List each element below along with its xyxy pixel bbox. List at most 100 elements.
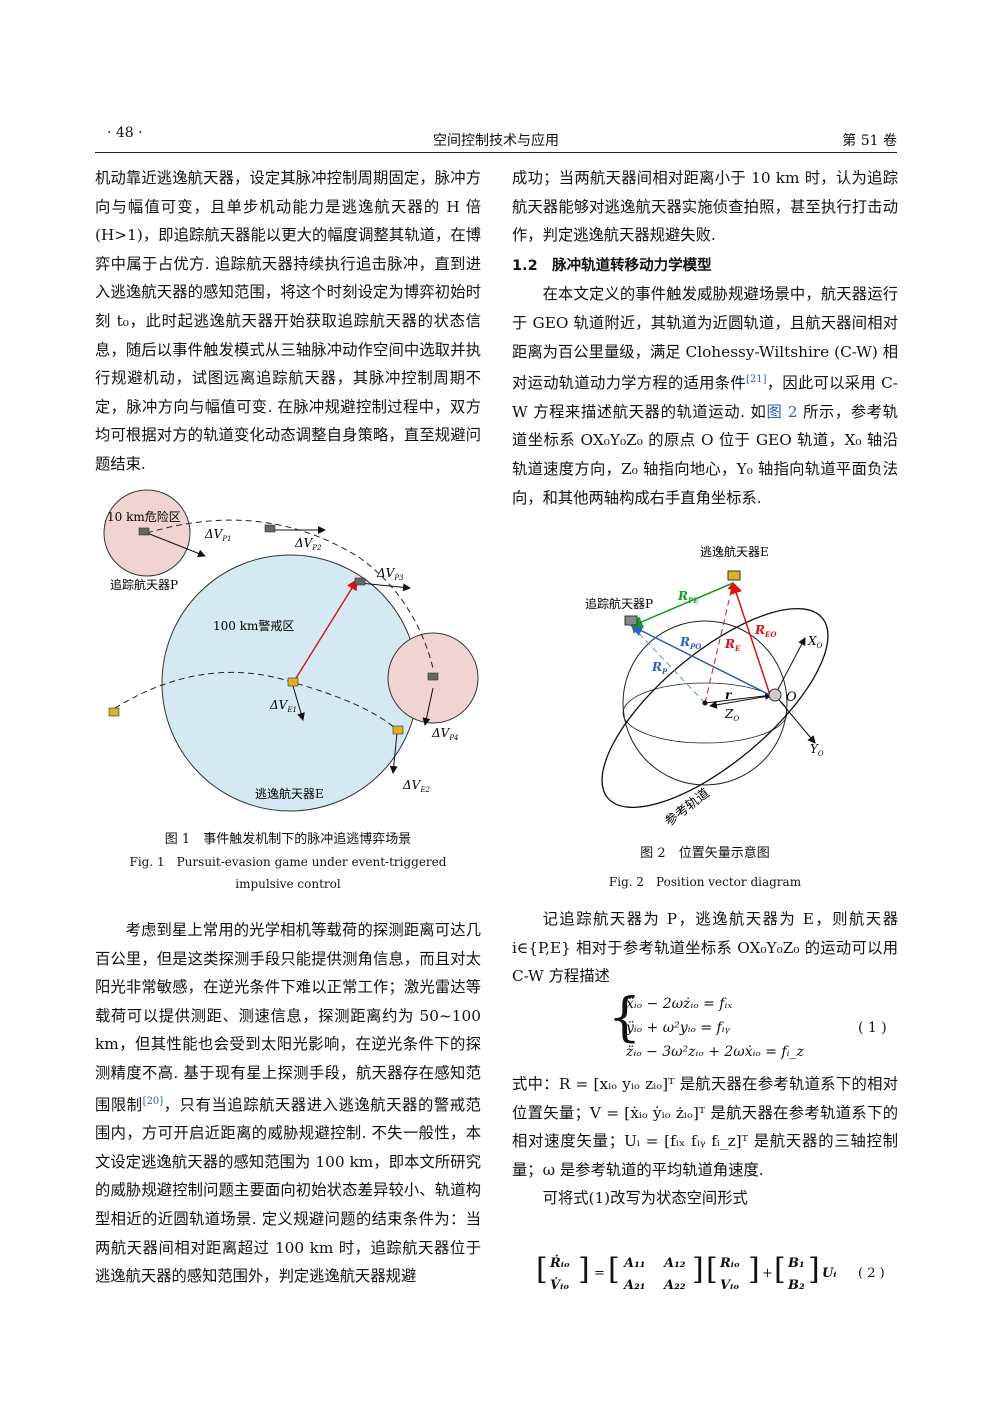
paragraph: 式中：R = [xᵢₒ yᵢₒ zᵢₒ]ᵀ 是航天器在参考轨道系下的相对位置矢量… <box>512 1070 898 1184</box>
y-axis <box>774 694 816 744</box>
section-heading: 1.2 脉冲轨道转移动力学模型 <box>512 257 712 274</box>
figure-2: 逃逸航天器E 追踪航天器P RPE RPO RE REO RP r O XO Y… <box>585 544 829 830</box>
r-e-vector <box>704 582 736 704</box>
text-run: 式中：R <box>512 1075 571 1093</box>
axis-label: Y <box>810 742 819 756</box>
caption-cn: 图 1 事件触发机制下的脉冲追逃博弈场景 <box>164 832 412 847</box>
origin-o <box>768 688 782 702</box>
eq2-v: Vᵢₒ <box>720 1278 740 1293</box>
evader-label: 逃逸航天器E <box>700 544 769 559</box>
figure-1: 10 km危险区 追踪航天器P 100 km警戒区 逃逸航天器E ΔVP1 ΔV… <box>103 489 479 812</box>
vector-label: R <box>651 660 662 674</box>
text-run: 在本文定义的事件触发威胁规避场景中，航天器运行于 GEO 轨道附近，其轨道为近圆… <box>512 285 898 393</box>
caption-en: Fig. 2 Position vector diagram <box>608 875 802 889</box>
eq1-line2: ÿᵢₒ + ω²yᵢₒ = fᵢᵧ <box>626 1020 730 1036</box>
paragraph: 成功；当两航天器间相对距离小于 10 km 时，认为追踪航天器能够对逃逸航天器实… <box>512 169 898 245</box>
equator <box>622 682 788 744</box>
eq1-line3: z̈ᵢₒ − 3ω²zᵢₒ + 2ωẋᵢₒ = fᵢ_z <box>626 1044 804 1060</box>
svg-text:XO: XO <box>807 634 823 650</box>
svg-text:ΔVP3: ΔVP3 <box>376 566 404 582</box>
r-po-vector <box>630 625 771 696</box>
eq2-a12: A₁₂ <box>664 1256 686 1271</box>
left-column-top: 机动靠近逃逸航天器，设定其脉冲控制周期固定，脉冲方向与幅值可变，且单步机动能力是… <box>95 164 481 479</box>
vector-label: R <box>677 589 688 603</box>
caption-cn: 图 2 位置矢量示意图 <box>640 846 770 861</box>
axis-label: X <box>807 634 817 648</box>
satellite-icon <box>727 570 741 581</box>
dv-label: ΔV <box>294 536 314 550</box>
dv-sub: E1 <box>286 706 297 714</box>
evader-label: 逃逸航天器E <box>255 786 324 801</box>
paragraph: 可将式(1)改写为状态空间形式 <box>542 1189 748 1208</box>
eq2-lhs1: Ṙᵢₒ <box>550 1256 570 1271</box>
eq2-lhs2: V̇ᵢₒ <box>550 1278 570 1293</box>
eq2-r: Rᵢₒ <box>720 1256 740 1271</box>
pursuer-label: 追踪航天器P <box>110 577 178 592</box>
page-header: · 48 · 空间控制技术与应用 第 51 卷 <box>95 122 897 153</box>
eq2-u: Uᵢ <box>822 1266 837 1281</box>
satellite-icon <box>427 672 439 681</box>
dv-label: ΔV <box>402 778 422 792</box>
satellite-icon <box>354 577 366 586</box>
dv-p1-arrow <box>146 532 206 558</box>
z-axis <box>709 694 776 709</box>
svg-text:ΔVE2: ΔVE2 <box>402 778 430 794</box>
dv-label: ΔV <box>204 527 224 541</box>
dv-e1-arrow <box>292 685 305 721</box>
satellite-icon <box>392 725 404 735</box>
o-label: O <box>786 690 797 705</box>
eq2-a11: A₁₁ <box>624 1256 646 1271</box>
vector-sub: P <box>661 667 668 676</box>
pursuer-label: 追踪航天器P <box>585 596 653 611</box>
axis-label: Z <box>724 707 734 721</box>
svg-text:RP: RP <box>651 660 668 676</box>
svg-text:REO: REO <box>754 623 777 639</box>
eq2-b2: B₂ <box>788 1278 805 1293</box>
text-run: = [ẋᵢₒ ẏᵢₒ żᵢₒ]ᵀ 是航天器在参考轨道系下的相对速度矢量；Uᵢ =… <box>512 1103 898 1179</box>
vector-label: R <box>724 637 735 651</box>
page-number: · 48 · <box>107 125 143 141</box>
citation[interactable]: [20] <box>142 1095 164 1107</box>
svg-text:ΔVP1: ΔVP1 <box>204 527 232 543</box>
dv-label: ΔV <box>269 698 289 712</box>
vector-sub: PO <box>689 642 702 651</box>
paragraph: 在本文定义的事件触发威胁规避场景中，航天器运行于 GEO 轨道附近，其轨道为近圆… <box>512 280 898 512</box>
satellite-icon <box>624 615 638 626</box>
svg-text:ZO: ZO <box>724 707 739 723</box>
text-run: 考虑到星上常用的光学相机等载荷的探测距离可达几百公里，但是这类探测手段只能提供测… <box>95 921 481 1114</box>
x-axis <box>774 637 806 696</box>
caption-en: Fig. 1 Pursuit-evasion game under event-… <box>129 855 447 891</box>
reference-orbit <box>601 607 829 809</box>
r-p-vector <box>631 625 706 704</box>
svg-text:ΔVP2: ΔVP2 <box>294 536 322 552</box>
r-vector <box>704 691 773 704</box>
vector-label: R <box>679 635 690 649</box>
right-column-top: 成功；当两航天器间相对距离小于 10 km 时，认为追踪航天器能够对逃逸航天器实… <box>512 164 898 512</box>
axis-sub: O <box>733 715 739 723</box>
vector-label: R <box>754 623 765 637</box>
svg-text:RE: RE <box>724 637 741 653</box>
axis-sub: O <box>818 750 824 758</box>
figure-link[interactable]: 图 2 <box>766 402 798 421</box>
satellite-icon <box>108 707 120 717</box>
volume-label: 第 51 卷 <box>842 133 897 149</box>
r-label: r <box>725 688 733 702</box>
svg-text:RPO: RPO <box>679 635 702 651</box>
equation-2: [ Ṙᵢₒ V̇ᵢₒ ] = [ A₁₁ A₁₂ A₂₁ A₂₂ ] [ Rᵢₒ… <box>536 1252 885 1293</box>
citation[interactable]: [21] <box>745 374 767 386</box>
eq2-a22: A₂₂ <box>664 1278 686 1293</box>
dv-sub: P2 <box>311 544 322 552</box>
satellite-icon <box>138 527 150 536</box>
satellite-icon <box>287 677 299 687</box>
eq2-number: ( 2 ) <box>858 1266 885 1281</box>
dv-label: ΔV <box>431 726 451 740</box>
earth-center <box>702 700 708 706</box>
dv-e2-arrow <box>389 732 398 774</box>
paragraph: 机动靠近逃逸航天器，设定其脉冲控制周期固定，脉冲方向与幅值可变，且单步机动能力是… <box>95 169 481 473</box>
journal-title: 空间控制技术与应用 <box>433 133 559 149</box>
r-pe-vector <box>630 582 734 628</box>
text-run: 所示，参考轨道坐标系 OX₀Y₀Z₀ 的原点 O 位于 GEO 轨道，X₀ 轴沿… <box>512 402 898 507</box>
vector-sub: EO <box>764 630 777 639</box>
text-run: = [xᵢₒ yᵢₒ zᵢₒ]ᵀ 是航天器在参考轨道系下的相对位置矢量；V <box>512 1075 898 1122</box>
text-run: ，因此可以采用 C-W 方程来描述航天器的轨道运动. 如 <box>512 374 898 421</box>
